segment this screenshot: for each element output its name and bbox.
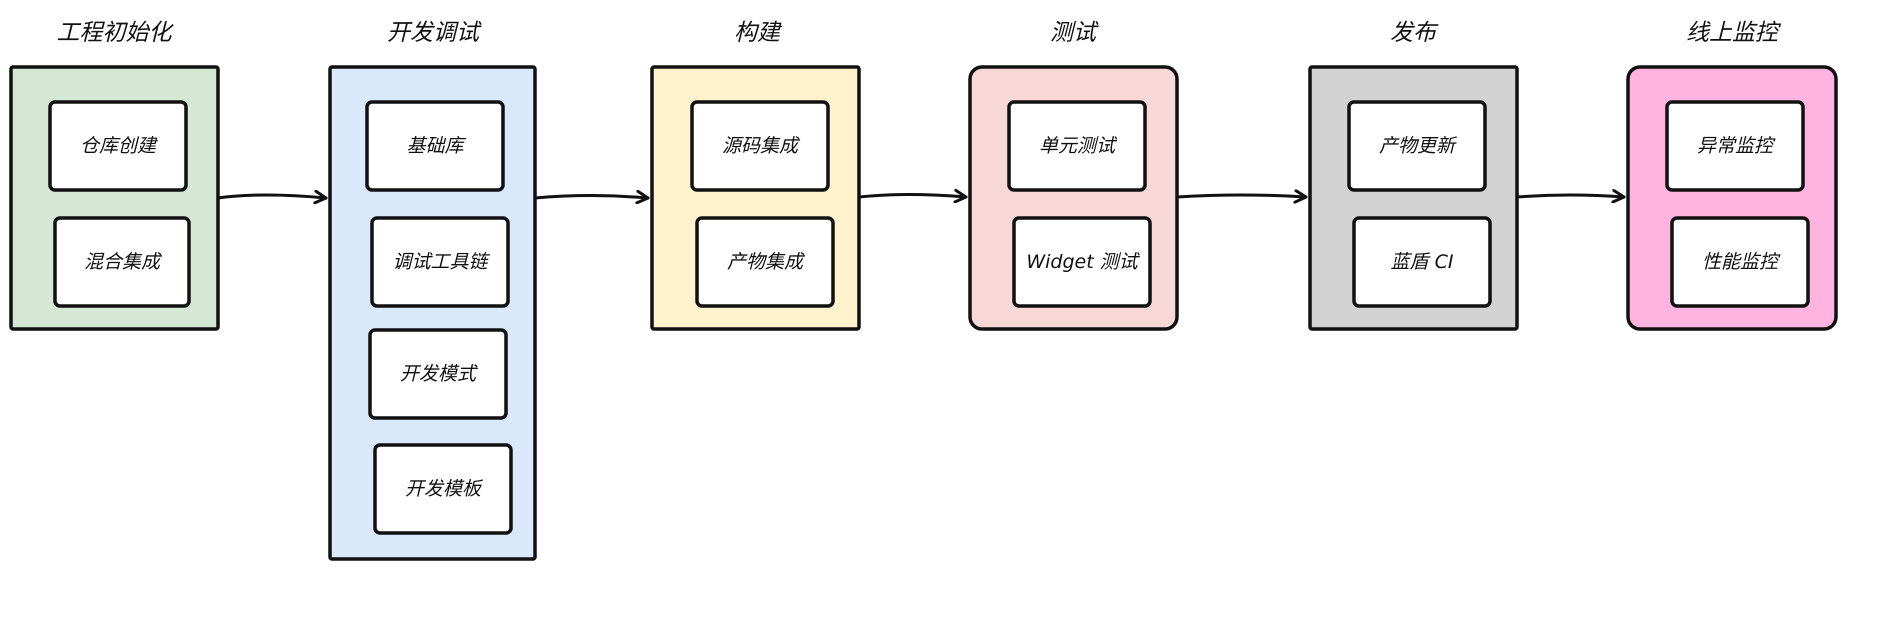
item-label-artifact-update: 产物更新: [1379, 135, 1458, 157]
arrow-release-to-monitor: [1515, 195, 1626, 197]
item-label-unit-test: 单元测试: [1039, 135, 1118, 157]
arrow-test-to-release: [1175, 195, 1308, 197]
item-box-source-integration: [690, 100, 830, 192]
item-box-artifact-update: [1347, 100, 1487, 192]
arrow-init-to-dev: [216, 195, 328, 198]
item-box-dev-template: [373, 443, 513, 535]
item-label-hybrid-integration: 混合集成: [84, 251, 163, 273]
item-label-debug-toolchain: 调试工具链: [392, 251, 490, 273]
stage-title: 构建: [734, 20, 783, 46]
item-box-dev-mode: [368, 328, 508, 420]
item-label-source-integration: 源码集成: [722, 135, 801, 157]
item-label-dev-mode: 开发模式: [400, 363, 479, 385]
item-label-repo-create: 仓库创建: [80, 135, 158, 157]
item-label-exception-monitoring: 异常监控: [1697, 135, 1776, 157]
item-label-widget-test: Widget 测试: [1026, 251, 1140, 273]
stage-title: 工程初始化: [57, 20, 175, 46]
item-label-artifact-integration: 产物集成: [727, 251, 806, 273]
item-box-repo-create: [48, 100, 188, 192]
item-box-performance-monitoring: [1670, 216, 1810, 308]
stage-online-monitoring: 线上监控 异常监控 性能监控: [1626, 20, 1838, 331]
item-label-base-library: 基础库: [406, 135, 466, 157]
stage-project-init: 工程初始化 仓库创建 混合集成: [9, 20, 220, 331]
stage-test: 测试 单元测试 Widget 测试: [968, 20, 1179, 331]
item-box-blueshield-ci: [1352, 216, 1492, 308]
item-box-widget-test: [1012, 216, 1152, 308]
stage-title: 发布: [1390, 20, 1439, 46]
arrow-build-to-test: [857, 195, 968, 198]
item-box-unit-test: [1007, 100, 1147, 192]
item-label-dev-template: 开发模板: [405, 478, 484, 500]
stage-dev-debug: 开发调试 基础库 调试工具链 开发模式 开发模板: [328, 20, 537, 561]
item-box-base-library: [365, 100, 505, 192]
item-label-performance-monitoring: 性能监控: [1702, 251, 1781, 273]
stage-release: 发布 产物更新 蓝盾 CI: [1308, 20, 1519, 331]
stage-build: 构建 源码集成 产物集成: [650, 20, 861, 331]
item-box-hybrid-integration: [53, 216, 191, 308]
item-box-debug-toolchain: [370, 216, 510, 308]
stage-title: 测试: [1050, 20, 1099, 46]
stage-title: 开发调试: [387, 20, 482, 46]
stage-title: 线上监控: [1686, 20, 1782, 46]
item-label-blueshield-ci: 蓝盾 CI: [1391, 251, 1454, 273]
item-box-artifact-integration: [695, 216, 835, 308]
item-box-exception-monitoring: [1665, 100, 1805, 192]
arrow-dev-to-build: [533, 196, 650, 199]
